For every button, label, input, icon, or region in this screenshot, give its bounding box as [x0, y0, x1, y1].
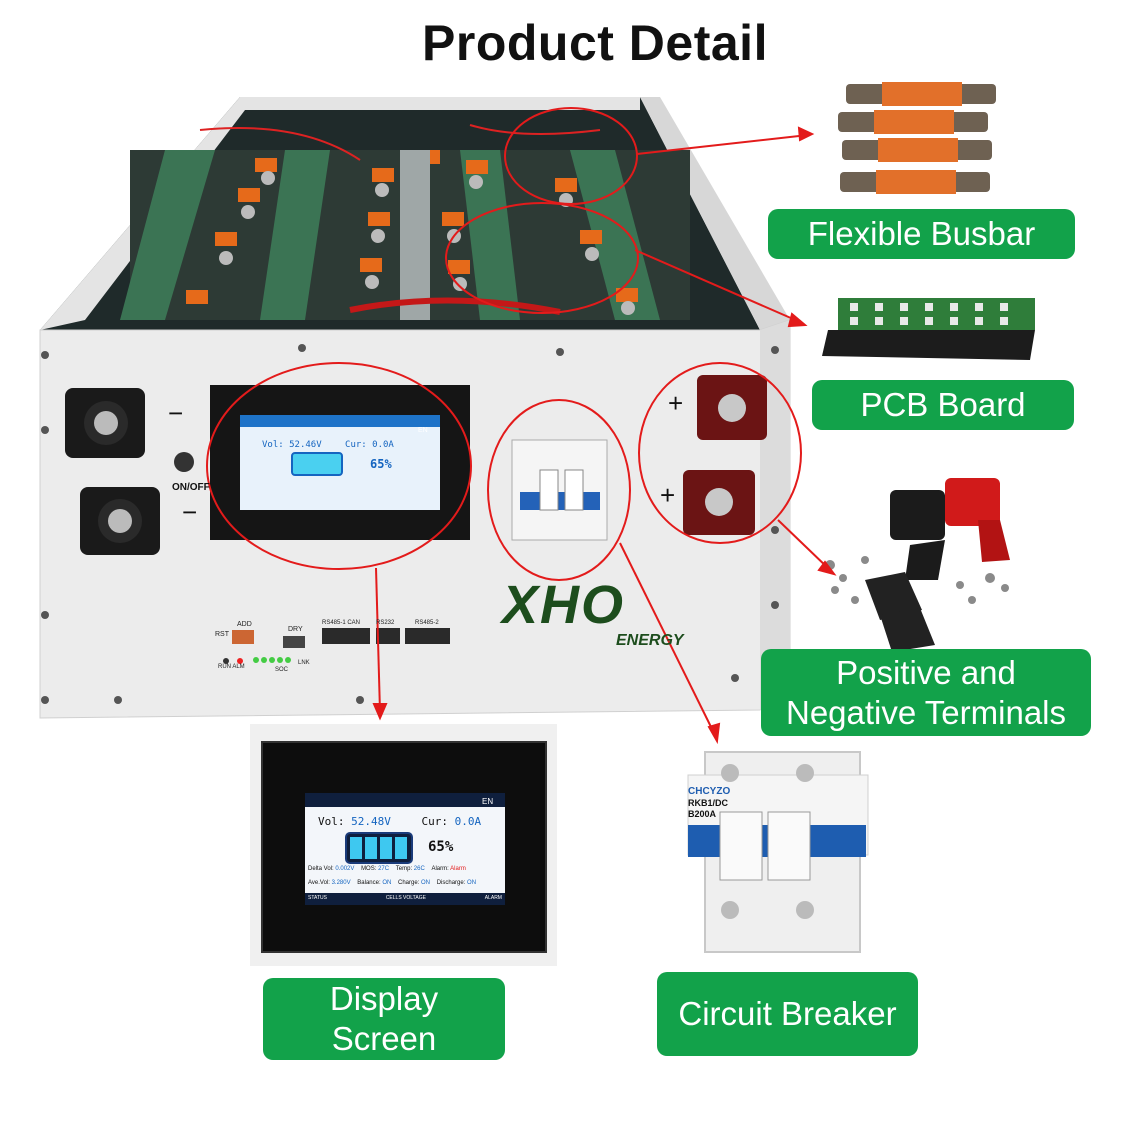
negative-terminal-top	[65, 388, 145, 458]
alarm-label: Alarm:	[431, 866, 449, 872]
ave-label: Ave.Vol:	[308, 880, 330, 886]
label-terminals: Positive and Negative Terminals	[761, 649, 1091, 736]
plus-sign-bottom: +	[660, 480, 676, 510]
tab-status: STATUS	[308, 895, 327, 901]
minus-sign-top: −	[168, 398, 184, 428]
breaker-closeup-photo	[687, 751, 869, 953]
delta-label: Delta Vol:	[308, 866, 334, 872]
charge-label: Charge:	[397, 880, 420, 886]
alarm-value: Alarm	[450, 866, 466, 872]
port-label-rs232: RS232	[376, 620, 395, 626]
label-flexible-busbar: Flexible Busbar	[768, 209, 1075, 259]
label-display-screen: Display Screen	[263, 978, 505, 1060]
panel-soc: 65%	[370, 457, 392, 471]
soc-label: SOC	[275, 667, 289, 673]
closeup-vol-value: 52.48V	[351, 815, 391, 828]
positive-terminal-bottom	[683, 470, 755, 535]
closeup-cur-label: Cur:	[421, 815, 449, 828]
closeup-lang: EN	[482, 797, 494, 806]
pcb-photo	[822, 298, 1035, 360]
label-pcb-board: PCB Board	[812, 380, 1074, 430]
minus-sign-bottom: −	[182, 497, 198, 527]
closeup-vol-row: Vol: 52.48V Cur: 0.0A	[318, 815, 481, 828]
panel-vol-value: 52.46V	[289, 440, 322, 450]
tab-cells-voltage: CELLS VOLTAGE	[385, 895, 426, 901]
add-label: ADD	[237, 621, 252, 628]
discharge-label: Discharge:	[436, 880, 466, 886]
panel-cur-label: Cur:	[345, 440, 367, 450]
breaker-rating: B200A	[688, 809, 717, 819]
rst-label: RST	[215, 631, 229, 638]
panel-lang: EN	[418, 427, 428, 434]
battery-box	[39, 97, 791, 719]
breaker-model: RKB1/DC	[688, 798, 729, 808]
mos-value: 27C	[378, 866, 390, 872]
callouts	[206, 107, 837, 745]
closeup-soc: 65%	[428, 839, 454, 855]
closeup-row2: Ave.Vol: 3.280V Balance: ON Charge: ON D…	[308, 880, 476, 886]
run-alm-label: RUN ALM	[218, 664, 245, 670]
balance-label: Balance:	[357, 880, 381, 886]
brand-name: XHO	[502, 575, 626, 635]
brand-sub: ENERGY	[616, 632, 684, 649]
temp-value: 26C	[413, 866, 425, 872]
mos-label: MOS:	[361, 866, 377, 872]
closeup-row1: Delta Vol: 0.002V MOS: 27C Temp: 26C Ala…	[308, 866, 466, 872]
busbar-photo	[838, 82, 996, 194]
label-circuit-breaker: Circuit Breaker	[657, 972, 918, 1056]
closeup-tabs: STATUS CELLS VOLTAGE ALARM	[308, 895, 502, 901]
closeup-vol-label: Vol:	[318, 815, 345, 828]
panel-vol-label: Vol:	[262, 440, 284, 450]
display-closeup-photo	[250, 724, 557, 966]
port-label-rs485-1: RS485-1 CAN	[322, 620, 361, 626]
positive-terminal-top	[697, 375, 767, 440]
on-off-label: ON/OFF	[172, 482, 210, 493]
ave-value: 3.280V	[331, 880, 351, 886]
delta-value: 0.002V	[335, 866, 355, 872]
balance-value: ON	[382, 880, 392, 886]
tab-alarm: ALARM	[484, 895, 502, 901]
page-title: Product Detail	[422, 15, 768, 71]
discharge-value: ON	[467, 880, 477, 886]
on-off-switch	[174, 452, 194, 472]
dry-label: DRY	[288, 626, 303, 633]
terminals-photo	[825, 478, 1010, 652]
plus-sign-top: +	[668, 388, 684, 418]
charge-value: ON	[421, 880, 431, 886]
breaker-brand: CHCYZO	[688, 786, 731, 797]
temp-label: Temp:	[395, 866, 413, 872]
panel-screen-text: Vol: 52.46V Cur: 0.0A	[262, 440, 437, 450]
lnk-label: LNK	[298, 660, 310, 666]
panel-cur-value: 0.0A	[372, 440, 394, 450]
negative-terminal-bottom	[80, 487, 160, 555]
brand-logo: XHO ENERGY	[502, 575, 712, 649]
port-label-rs485-2: RS485-2	[415, 620, 439, 626]
closeup-cur-value: 0.0A	[454, 815, 482, 828]
